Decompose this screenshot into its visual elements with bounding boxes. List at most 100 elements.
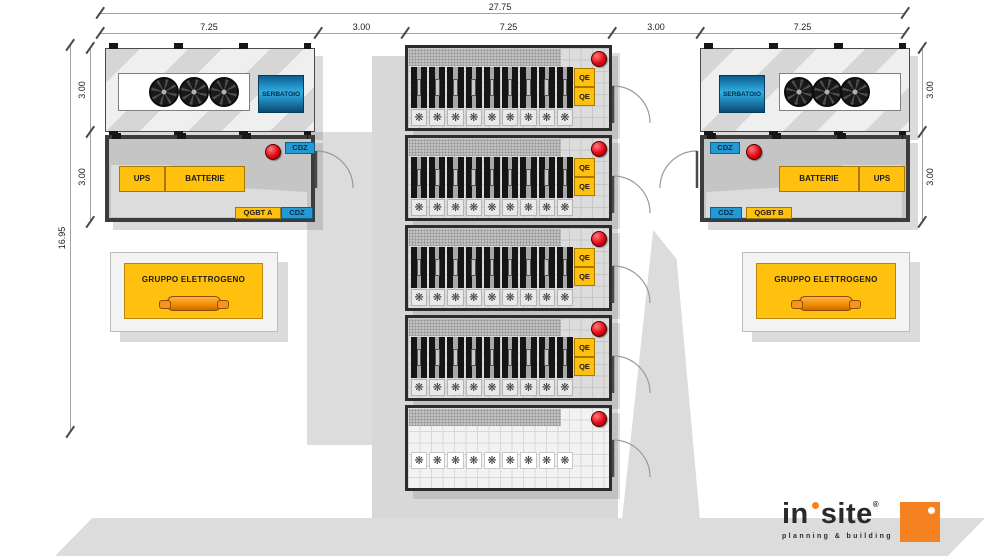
server-rack-icon xyxy=(429,157,446,198)
qe-panel: QE xyxy=(574,177,595,196)
server-rack-icon xyxy=(556,247,573,288)
logo-text: in site ® planning & building xyxy=(782,500,893,541)
left-power-room: UPS BATTERIE CDZ QGBT A CDZ xyxy=(105,133,315,222)
ground-band xyxy=(55,518,985,556)
fan-icon: ❋ xyxy=(465,452,482,469)
fan-icon xyxy=(840,77,870,107)
extinguisher-icon xyxy=(591,51,607,67)
door-icon xyxy=(611,175,651,214)
dim-overall-height-label: 16.95 xyxy=(57,223,67,253)
generator-muffler-icon xyxy=(158,296,229,311)
fan-icon: ❋ xyxy=(502,199,519,216)
battery-box: BATTERIE xyxy=(779,166,859,192)
server-rack-icon xyxy=(429,247,446,288)
fan-row: ❋❋❋❋❋❋❋❋❋ xyxy=(411,109,573,126)
extinguisher-icon xyxy=(591,141,607,157)
server-rack-icon xyxy=(502,67,519,108)
logo-word2: site xyxy=(820,498,873,530)
fan-icon: ❋ xyxy=(483,289,501,306)
fan-icon: ❋ xyxy=(502,379,519,396)
right-power-room: CDZ BATTERIE UPS CDZ QGBT B xyxy=(700,133,910,222)
corridor-left-backdrop xyxy=(307,132,380,445)
fan-icon: ❋ xyxy=(502,452,519,469)
ups-box: UPS xyxy=(859,166,905,192)
extinguisher-icon xyxy=(591,411,607,427)
fan-row: ❋❋❋❋❋❋❋❋❋ xyxy=(411,289,573,306)
server-rack-icon xyxy=(447,337,464,378)
fan-icon: ❋ xyxy=(538,289,555,306)
dim-overall-width-line xyxy=(100,13,905,14)
cable-tray xyxy=(409,139,561,156)
cdz-unit: CDZ xyxy=(710,207,742,219)
server-rack-icon xyxy=(429,337,446,378)
dim-row-height-label: 3.00 xyxy=(77,165,87,189)
server-rack-icon xyxy=(465,247,482,288)
fuel-tank: SERBATOIO xyxy=(719,75,765,113)
fan-icon: ❋ xyxy=(411,452,428,469)
server-rack-icon xyxy=(483,157,501,198)
fan-icon: ❋ xyxy=(520,452,537,469)
qe-panel: QE xyxy=(574,158,595,177)
cdz-unit: CDZ xyxy=(710,142,740,154)
door xyxy=(611,264,651,304)
door-icon xyxy=(611,265,651,304)
fan-icon: ❋ xyxy=(447,379,464,396)
dim-row-height-label: 3.00 xyxy=(925,78,935,102)
fan-icon: ❋ xyxy=(538,199,555,216)
fan-icon: ❋ xyxy=(538,109,555,126)
fan-icon: ❋ xyxy=(411,109,428,126)
extinguisher-icon xyxy=(746,144,762,160)
logo-square-icon xyxy=(899,502,940,542)
dim-segment-label: 3.00 xyxy=(644,22,668,32)
qe-panel: QE xyxy=(574,267,595,286)
company-logo: in site ® planning & building xyxy=(782,500,940,542)
server-rack-icon xyxy=(483,337,501,378)
logo-dot-icon xyxy=(811,502,819,509)
fan-icon: ❋ xyxy=(465,289,482,306)
logo-wordmark: in site ® xyxy=(782,500,893,529)
fan-row: ❋❋❋❋❋❋❋❋❋ xyxy=(411,199,573,216)
fan-icon: ❋ xyxy=(556,379,573,396)
fan-icon: ❋ xyxy=(429,452,446,469)
fan-icon: ❋ xyxy=(483,109,501,126)
cdz-unit: CDZ xyxy=(281,207,313,219)
container-feet xyxy=(112,133,308,139)
dim-right-rows-line xyxy=(922,48,923,222)
server-rack-icon xyxy=(556,157,573,198)
door xyxy=(611,354,651,394)
server-rack-icon xyxy=(538,247,555,288)
fan-row: ❋❋❋❋❋❋❋❋❋ xyxy=(411,379,573,396)
door xyxy=(611,438,651,478)
extinguisher-icon xyxy=(265,144,281,160)
rack-row xyxy=(411,247,573,288)
extinguisher-icon xyxy=(591,231,607,247)
door-icon xyxy=(611,355,651,394)
door-icon xyxy=(314,149,354,189)
cable-tray xyxy=(409,49,561,66)
server-rack-icon xyxy=(465,337,482,378)
door-icon xyxy=(659,149,699,189)
fan-icon xyxy=(784,77,814,107)
server-rack-icon xyxy=(520,157,537,198)
fan-icon: ❋ xyxy=(502,289,519,306)
cable-tray xyxy=(409,319,561,336)
server-rack-icon xyxy=(502,247,519,288)
cable-tray xyxy=(409,409,561,426)
logo-word1: in xyxy=(782,498,809,530)
left-cooling-container: SERBATOIO xyxy=(105,43,315,137)
container-feet xyxy=(109,43,311,49)
server-rack-icon xyxy=(483,247,501,288)
fan-icon: ❋ xyxy=(483,452,501,469)
rack-row xyxy=(411,337,573,378)
qe-panel: QE xyxy=(574,248,595,267)
server-rack-icon xyxy=(538,157,555,198)
fan-icon: ❋ xyxy=(429,379,446,396)
server-rack-icon xyxy=(447,157,464,198)
cdz-unit: CDZ xyxy=(285,142,315,154)
qe-panel: QE xyxy=(574,338,595,357)
registered-mark: ® xyxy=(872,500,880,509)
dim-row-height-label: 3.00 xyxy=(925,165,935,189)
fan-icon: ❋ xyxy=(429,109,446,126)
fan-icon: ❋ xyxy=(520,289,537,306)
